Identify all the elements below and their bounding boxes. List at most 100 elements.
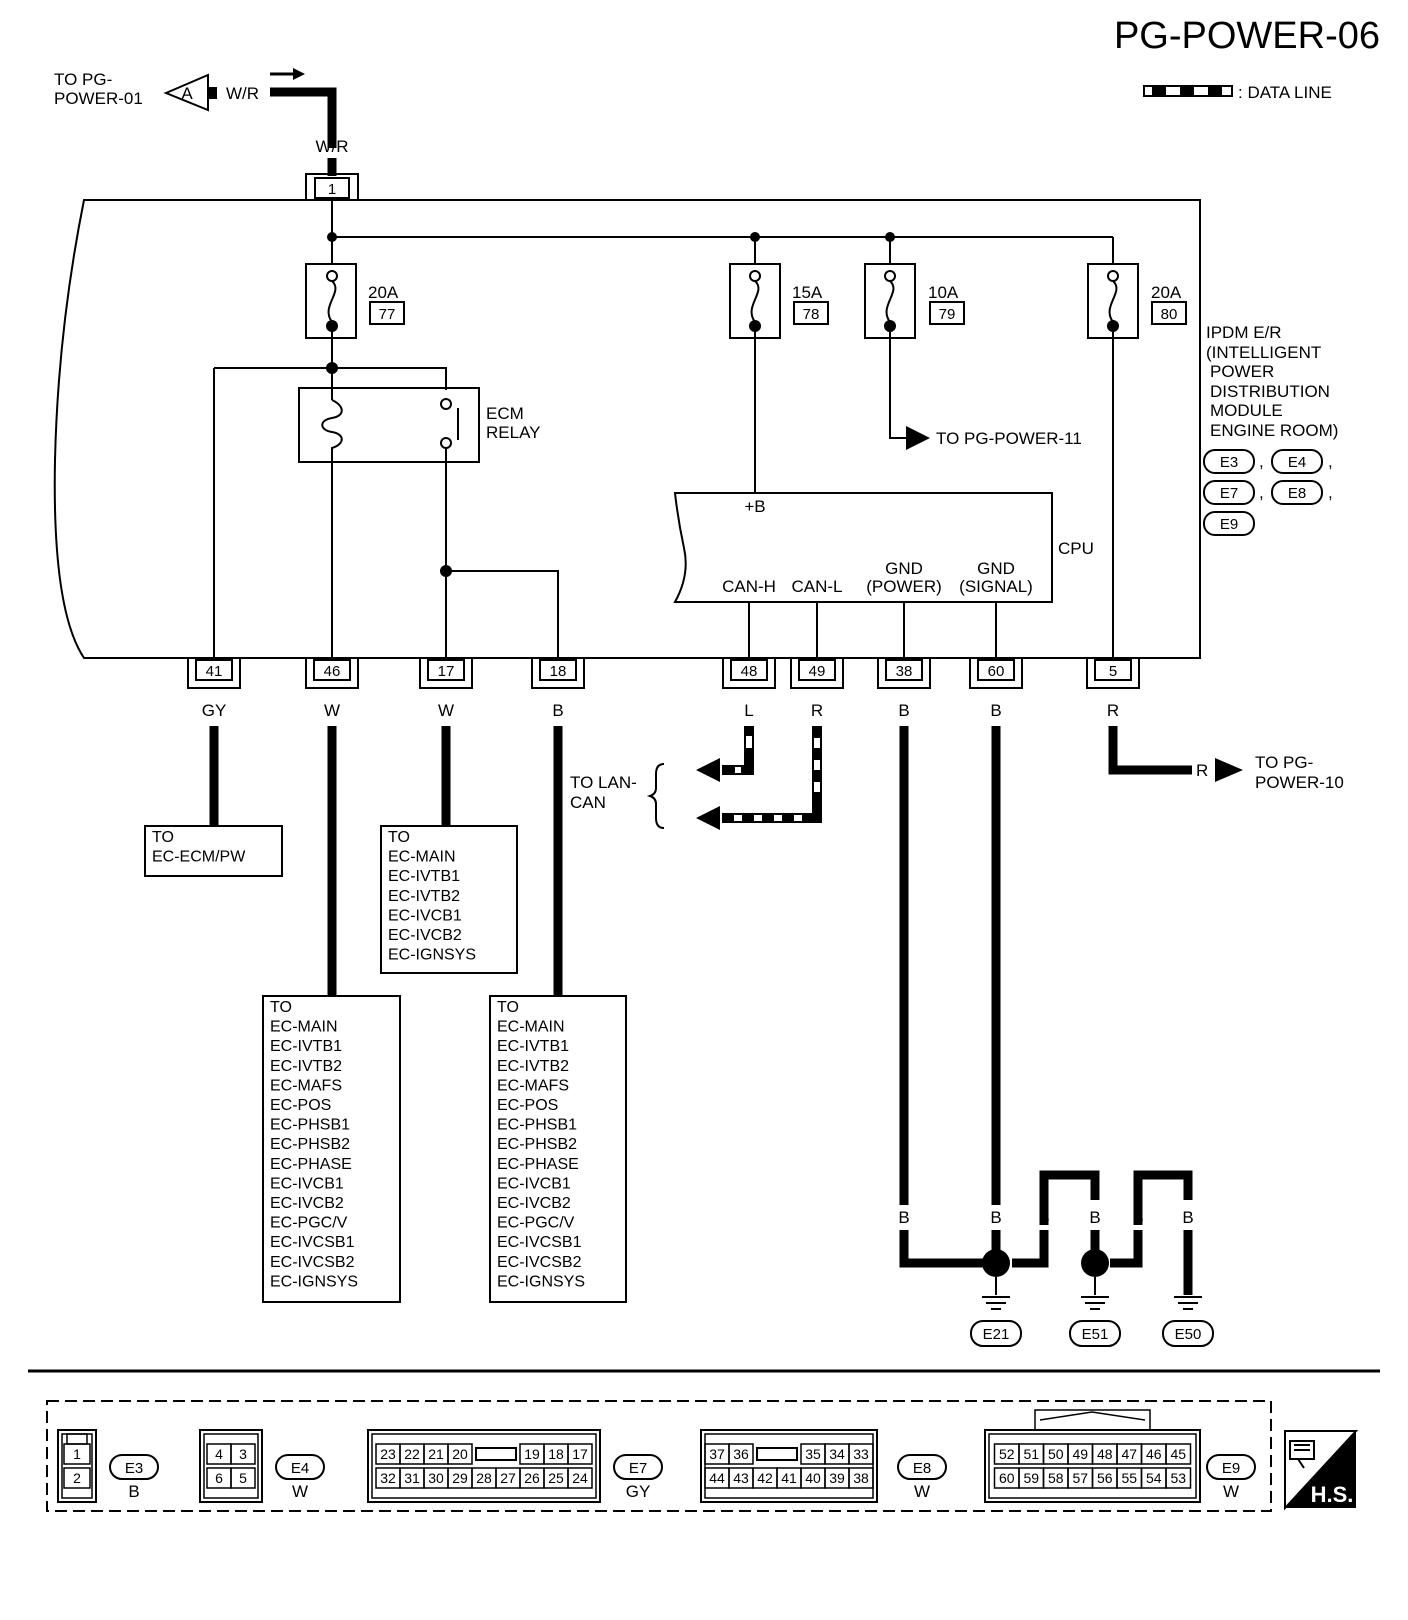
pin-label: 50 (1048, 1446, 1064, 1462)
pin-label: 21 (428, 1446, 444, 1462)
pin-label: 56 (1097, 1470, 1113, 1486)
terminal-wire-color: R (1107, 701, 1119, 720)
module-name-6: ENGINE ROOM) (1210, 421, 1338, 440)
data-line-legend: : DATA LINE (1143, 83, 1332, 102)
terminal-5: 5R (1086, 657, 1140, 720)
pin-label: 42 (757, 1470, 773, 1486)
terminal-wire-color: L (744, 701, 753, 720)
cpu-label: CPU (1058, 539, 1094, 558)
connector-view-id: E4 (291, 1460, 309, 1477)
terminal-wire-color: W (324, 701, 340, 720)
destination-line: EC-IGNSYS (497, 1273, 585, 1290)
svg-text:,: , (1259, 483, 1264, 502)
ipdm-box (53, 199, 1201, 659)
lan-can-lines: L R TO LAN- CAN (570, 726, 822, 830)
destination-line: EC-IVCSB1 (497, 1234, 582, 1251)
pin-label: 20 (452, 1446, 468, 1462)
connector-view-color: W (292, 1482, 308, 1501)
terminal-wire-color: B (552, 701, 563, 720)
terminal-wire-color: R (811, 701, 823, 720)
to-power10-wire: R TO PG- POWER-10 (1108, 726, 1344, 792)
svg-text:,: , (1259, 452, 1264, 471)
destination-line: EC-PGC/V (270, 1215, 348, 1232)
fuse-80: 20A 80 (1087, 237, 1187, 339)
destination-line: EC-ECM/PW (152, 849, 246, 866)
destination-t18: TOEC-MAINEC-IVTB1EC-IVTB2EC-MAFSEC-POSEC… (489, 995, 627, 1303)
fuse-78: 15A 78 (729, 237, 829, 339)
pin-label: 30 (428, 1470, 444, 1486)
destination-line: EC-PHSB2 (270, 1136, 350, 1153)
pin-label: 23 (380, 1446, 396, 1462)
destination-line: EC-IVCSB2 (497, 1254, 582, 1271)
destination-line: EC-IVTB1 (388, 868, 460, 885)
module-name-3: POWER (1210, 362, 1274, 381)
terminal-48: 48L (722, 657, 776, 720)
cpu-can-l: CAN-L (791, 577, 842, 596)
hs-badge-text: H.S. (1311, 1482, 1354, 1507)
ecm-relay: ECM RELAY (214, 362, 541, 658)
gnd-wire-label-3: B (1038, 1208, 1049, 1227)
pin-label: 46 (1146, 1446, 1162, 1462)
destination-line: EC-PHASE (270, 1156, 352, 1173)
to-power01-line1: TO PG- (54, 70, 112, 89)
pin-label: 29 (452, 1470, 468, 1486)
svg-text:,: , (1328, 452, 1333, 471)
destination-line: TO (270, 999, 292, 1016)
destination-line: EC-IVCB2 (497, 1195, 571, 1212)
destination-line: EC-IVTB2 (497, 1058, 569, 1075)
pin-label: 36 (733, 1446, 749, 1462)
pin-label: 32 (380, 1470, 396, 1486)
module-conn-e3: E3 (1220, 454, 1238, 471)
pin-label: 47 (1121, 1446, 1137, 1462)
ecm-relay-line1: ECM (486, 404, 524, 423)
terminal-number: 48 (741, 663, 758, 680)
to-lan-can-2: CAN (570, 793, 606, 812)
module-conn-e4: E4 (1288, 454, 1306, 471)
terminal-number: 38 (896, 663, 913, 680)
destination-line: EC-MAIN (497, 1019, 565, 1036)
module-conn-e9: E9 (1220, 516, 1238, 533)
terminal-number: 17 (438, 663, 455, 680)
destination-line: EC-IVTB2 (388, 888, 460, 905)
fuse-78-amp: 15A (792, 283, 823, 302)
terminal-number: 46 (324, 663, 341, 680)
pin-label: 3 (239, 1446, 247, 1462)
destination-line: EC-IVCB1 (388, 907, 462, 924)
ground-e51: E51 (1082, 1326, 1109, 1343)
fuse-80-number: 80 (1161, 306, 1178, 323)
gnd-wire-label-4: B (1089, 1208, 1100, 1227)
legend-text: : DATA LINE (1238, 83, 1332, 102)
destination-t46: TOEC-MAINEC-IVTB1EC-IVTB2EC-MAFSEC-POSEC… (262, 995, 401, 1303)
pin-label: 5 (239, 1470, 247, 1486)
pin-label: 45 (1170, 1446, 1186, 1462)
cpu-block: CPU +B CAN-H CAN-L GND (POWER) GND (SIGN… (673, 492, 1094, 603)
destination-boxes: TOEC-ECM/PWTOEC-MAINEC-IVTB1EC-IVTB2EC-I… (144, 825, 627, 1303)
cpu-plus-b: +B (744, 497, 765, 516)
ecm-relay-line2: RELAY (486, 423, 541, 442)
wr-label: W/R (226, 84, 259, 103)
fuse-79-number: 79 (939, 306, 956, 323)
destination-line: EC-IVCB2 (270, 1195, 344, 1212)
pin-label: 25 (548, 1470, 564, 1486)
connector-views-panel (46, 1400, 1272, 1512)
pin-label: 31 (404, 1470, 420, 1486)
destination-line: EC-IVCB1 (497, 1175, 571, 1192)
gnd-wire-label-5: B (1132, 1208, 1143, 1227)
fuse-78-number: 78 (803, 306, 820, 323)
pin-label: 52 (999, 1446, 1015, 1462)
connector-view-id: E8 (913, 1460, 931, 1477)
destination-line: TO (388, 829, 410, 846)
fuse-77: 20A 77 (305, 237, 405, 368)
pin-label: 26 (524, 1470, 540, 1486)
connector-view-color: GY (626, 1482, 651, 1501)
input-connector-a: TO PG- POWER-01 A W/R W/R 1 (54, 68, 359, 201)
module-name-2: (INTELLIGENT (1206, 343, 1321, 362)
module-label: IPDM E/R (INTELLIGENT POWER DISTRIBUTION… (1203, 323, 1338, 536)
terminal-wire-color: B (898, 701, 909, 720)
pin-label: 2 (73, 1470, 81, 1486)
